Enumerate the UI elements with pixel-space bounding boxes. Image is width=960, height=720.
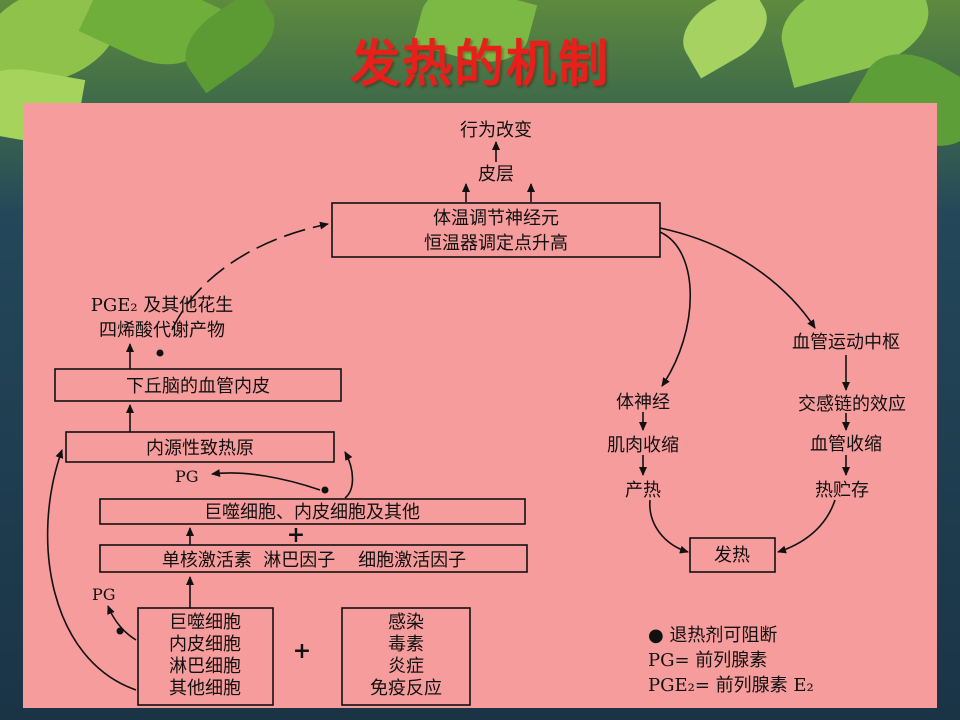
fever-box: [689, 537, 776, 573]
cell-item: 淋巴细胞: [169, 656, 241, 677]
neuron-box: [331, 202, 661, 258]
cell-item: 内皮细胞: [169, 634, 241, 655]
cause-item: 炎症: [388, 656, 424, 677]
neuron-label-line2: 恒温器调定点升高: [424, 233, 568, 254]
vasomotor-center-label: 血管运动中枢: [792, 332, 900, 353]
endogenous-pyrogen-label: 内源性致热原: [146, 438, 254, 459]
fever-label: 发热: [714, 545, 750, 566]
pge2-label-line1: PGE₂ 及其他花生: [91, 295, 234, 316]
somatic-nerve-label: 体神经: [616, 392, 670, 413]
cell-item: 其他细胞: [169, 678, 241, 699]
hypothalamus-label: 下丘脑的血管内皮: [126, 376, 270, 397]
cell-item: 巨噬细胞: [169, 612, 241, 633]
plus-sign: +: [287, 522, 305, 548]
pge2-label-line2: 四烯酸代谢产物: [99, 320, 225, 341]
plus-sign: +: [293, 638, 311, 664]
vasoconstriction-label: 血管收缩: [810, 434, 882, 455]
pg-label: PG: [175, 467, 199, 486]
antipyretic-dot: [116, 627, 124, 635]
pg-label: PG: [92, 585, 116, 604]
hypothalamus-box: [54, 368, 342, 402]
cause-item: 免疫反应: [370, 678, 442, 699]
arrow-macrophage-to-endogenous: [344, 451, 354, 499]
arrow-cells-to-endogenous: [46, 449, 137, 691]
cause-item: 感染: [388, 612, 424, 633]
macrophage-row-label: 巨噬细胞、内皮细胞及其他: [204, 502, 420, 523]
sympathetic-effect-label: 交感链的效应: [798, 394, 906, 415]
arrow-neuron-to-vasomotor: [659, 227, 816, 329]
muscle-contraction-label: 肌肉收缩: [607, 435, 679, 456]
legend-item: ● 退热剂可阻断: [648, 625, 777, 646]
arrow-storage-to-fever: [777, 499, 836, 554]
cells-box: [137, 607, 274, 706]
cause-item: 毒素: [388, 634, 424, 655]
legend-item: PG= 前列腺素: [648, 650, 767, 671]
page-title: 发热的机制: [350, 35, 610, 93]
antipyretic-dot: [156, 349, 164, 357]
legend-item: PGE₂= 前列腺素 E₂: [648, 675, 814, 696]
arrow-pge2-to-neuron: [171, 221, 329, 331]
arrow-cells-to-pg: [107, 605, 137, 641]
activators-row-box: [99, 544, 528, 573]
cortex-label: 皮层: [478, 164, 514, 185]
endogenous-pyrogen-box: [65, 431, 335, 463]
macrophage-row-box: [99, 498, 526, 525]
behavior-change-label: 行为改变: [460, 120, 532, 141]
diagram-panel: [23, 103, 937, 708]
causes-box: [341, 607, 471, 706]
antipyretic-dot: [321, 486, 329, 494]
heat-storage-label: 热贮存: [815, 480, 869, 501]
arrow-heat-to-fever: [649, 499, 689, 554]
arrow-macrophage-to-pg: [211, 469, 321, 491]
neuron-label-line1: 体温调节神经元: [433, 208, 559, 229]
arrow-neuron-to-somatic: [659, 231, 692, 387]
heat-production-label: 产热: [625, 480, 661, 501]
activators-row-label: 单核激活素 淋巴因子 细胞激活因子: [162, 550, 466, 571]
